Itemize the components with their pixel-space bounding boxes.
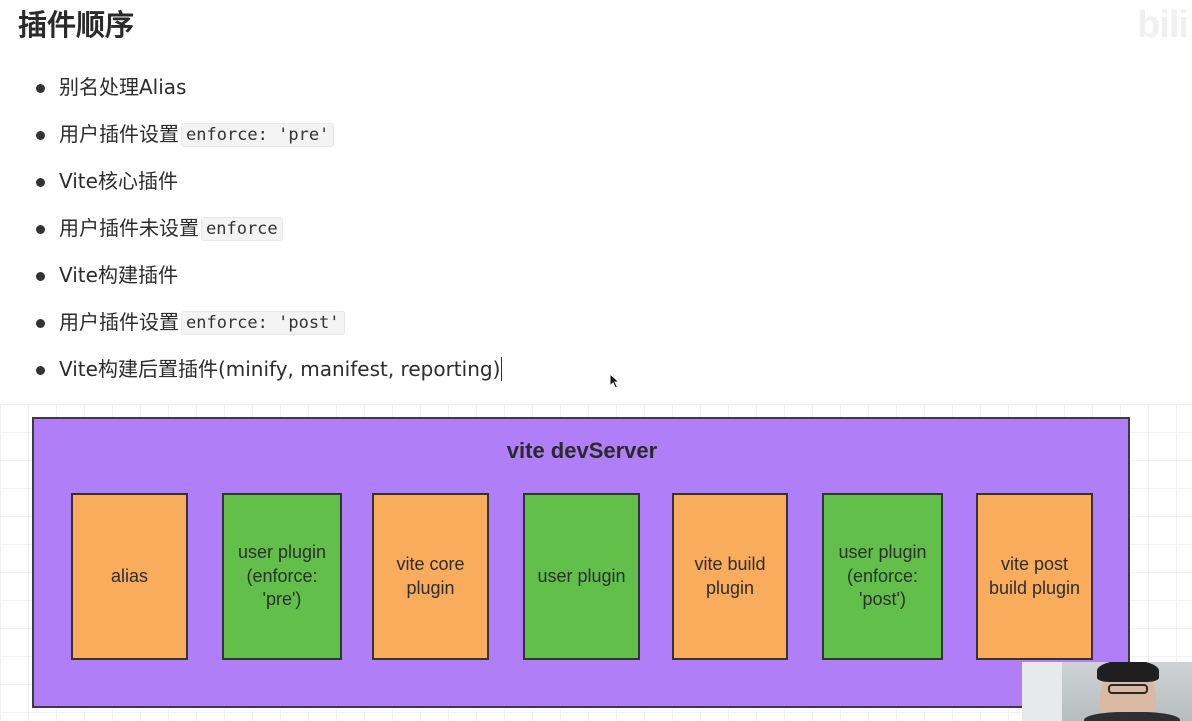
plugin-box-vite-post-build: vite post build plugin xyxy=(976,493,1093,660)
plugin-box-user-post: user plugin (enforce: 'post') xyxy=(822,493,943,660)
inline-code: enforce xyxy=(201,217,283,241)
list-item-text: Vite核心插件 xyxy=(59,169,178,193)
presenter-hair xyxy=(1097,662,1159,682)
bilibili-watermark: bili xyxy=(1137,4,1189,46)
list-item-vite-build: Vite构建插件 xyxy=(0,252,502,299)
plugin-box-vite-build: vite build plugin xyxy=(672,493,788,660)
plugin-box-vite-core: vite core plugin xyxy=(372,493,489,660)
text-cursor xyxy=(501,357,503,381)
presenter-glasses xyxy=(1108,684,1148,694)
list-item-text: 用户插件未设置 xyxy=(59,216,199,240)
list-item-text: Vite构建后置插件(minify, manifest, reporting) xyxy=(59,357,501,381)
page-title: 插件顺序 xyxy=(18,8,135,42)
list-item-text: 用户插件设置 xyxy=(59,310,179,334)
list-item-text: 用户插件设置 xyxy=(59,122,179,146)
plugin-box-user-normal: user plugin xyxy=(523,493,640,660)
list-item-vite-core: Vite核心插件 xyxy=(0,158,502,205)
list-item-alias: 别名处理Alias xyxy=(0,64,502,111)
inline-code: enforce: 'post' xyxy=(181,311,345,335)
plugin-box-user-pre: user plugin (enforce: 'pre') xyxy=(222,493,342,660)
list-item-text: Vite构建插件 xyxy=(59,263,178,287)
list-item-vite-post-build: Vite构建后置插件(minify, manifest, reporting) xyxy=(0,346,503,393)
presenter-shirt xyxy=(1084,712,1180,721)
devserver-title: vite devServer xyxy=(506,438,658,463)
mouse-pointer-icon xyxy=(609,373,621,389)
inline-code: enforce: 'pre' xyxy=(181,123,335,147)
presenter-webcam xyxy=(1022,662,1192,721)
list-item-text: 别名处理Alias xyxy=(59,75,187,99)
webcam-background xyxy=(1022,662,1062,721)
plugin-box-alias: alias xyxy=(71,493,188,660)
